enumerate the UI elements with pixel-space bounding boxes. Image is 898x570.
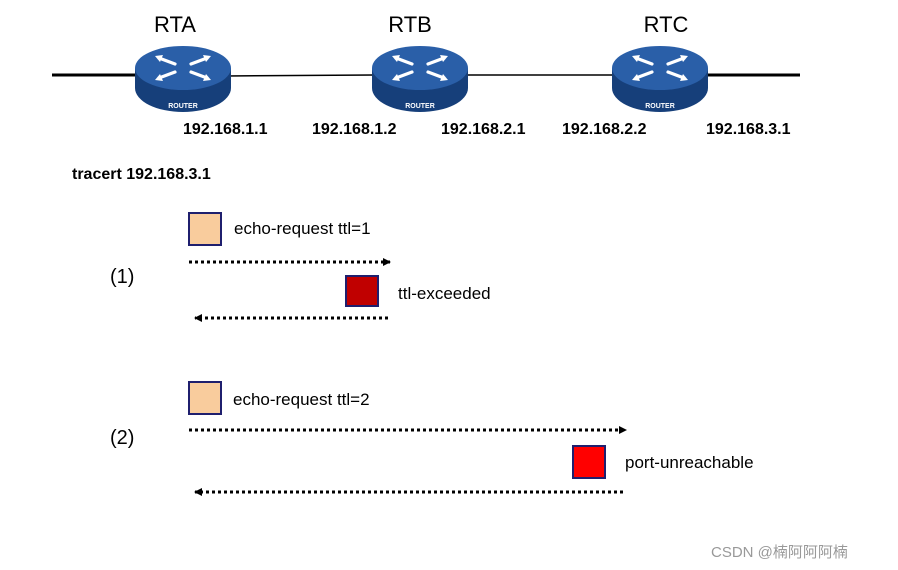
ip-rta-1: 192.168.1.1 — [183, 121, 268, 138]
router-name-rta: RTA — [154, 12, 196, 37]
tracert-command: tracert 192.168.3.1 — [72, 166, 211, 183]
ip-rtb-2: 192.168.2.1 — [441, 121, 526, 138]
request-label: echo-request ttl=2 — [233, 390, 370, 409]
router-rta: RTA ROUTER — [135, 12, 231, 112]
svg-text:ROUTER: ROUTER — [645, 103, 675, 110]
ip-rtc-3: 192.168.3.1 — [706, 121, 791, 138]
router-icon: ROUTER — [135, 46, 231, 112]
router-rtc: RTC ROUTER — [612, 12, 708, 112]
router-name-rtc: RTC — [644, 12, 689, 37]
router-icon: ROUTER — [612, 46, 708, 112]
request-label: echo-request ttl=1 — [234, 219, 371, 238]
reply-label: port-unreachable — [625, 453, 754, 472]
echo-request-packet — [188, 381, 222, 415]
network-links — [52, 73, 800, 77]
interface-labels: 192.168.1.1 192.168.1.2 192.168.2.1 192.… — [183, 121, 791, 138]
step-1: (1) echo-request ttl=1 ttl-exceeded — [110, 212, 491, 322]
step-number: (1) — [110, 266, 134, 288]
svg-text:ROUTER: ROUTER — [405, 103, 435, 110]
ip-rtb-1: 192.168.1.2 — [312, 121, 397, 138]
step-2: (2) echo-request ttl=2 port-unreachable — [110, 381, 754, 496]
link-rta-rtb — [225, 74, 375, 77]
watermark: CSDN @楠阿阿阿楠 — [711, 544, 848, 561]
router-rtb: RTB ROUTER — [372, 12, 468, 112]
router-name-rtb: RTB — [388, 12, 432, 37]
reply-label: ttl-exceeded — [398, 284, 491, 303]
svg-text:ROUTER: ROUTER — [168, 103, 198, 110]
port-unreachable-packet — [572, 445, 606, 479]
echo-request-packet — [188, 212, 222, 246]
ip-rtc-2: 192.168.2.2 — [562, 121, 647, 138]
step-number: (2) — [110, 427, 134, 449]
router-icon: ROUTER — [372, 46, 468, 112]
ttl-exceeded-packet — [345, 275, 379, 307]
